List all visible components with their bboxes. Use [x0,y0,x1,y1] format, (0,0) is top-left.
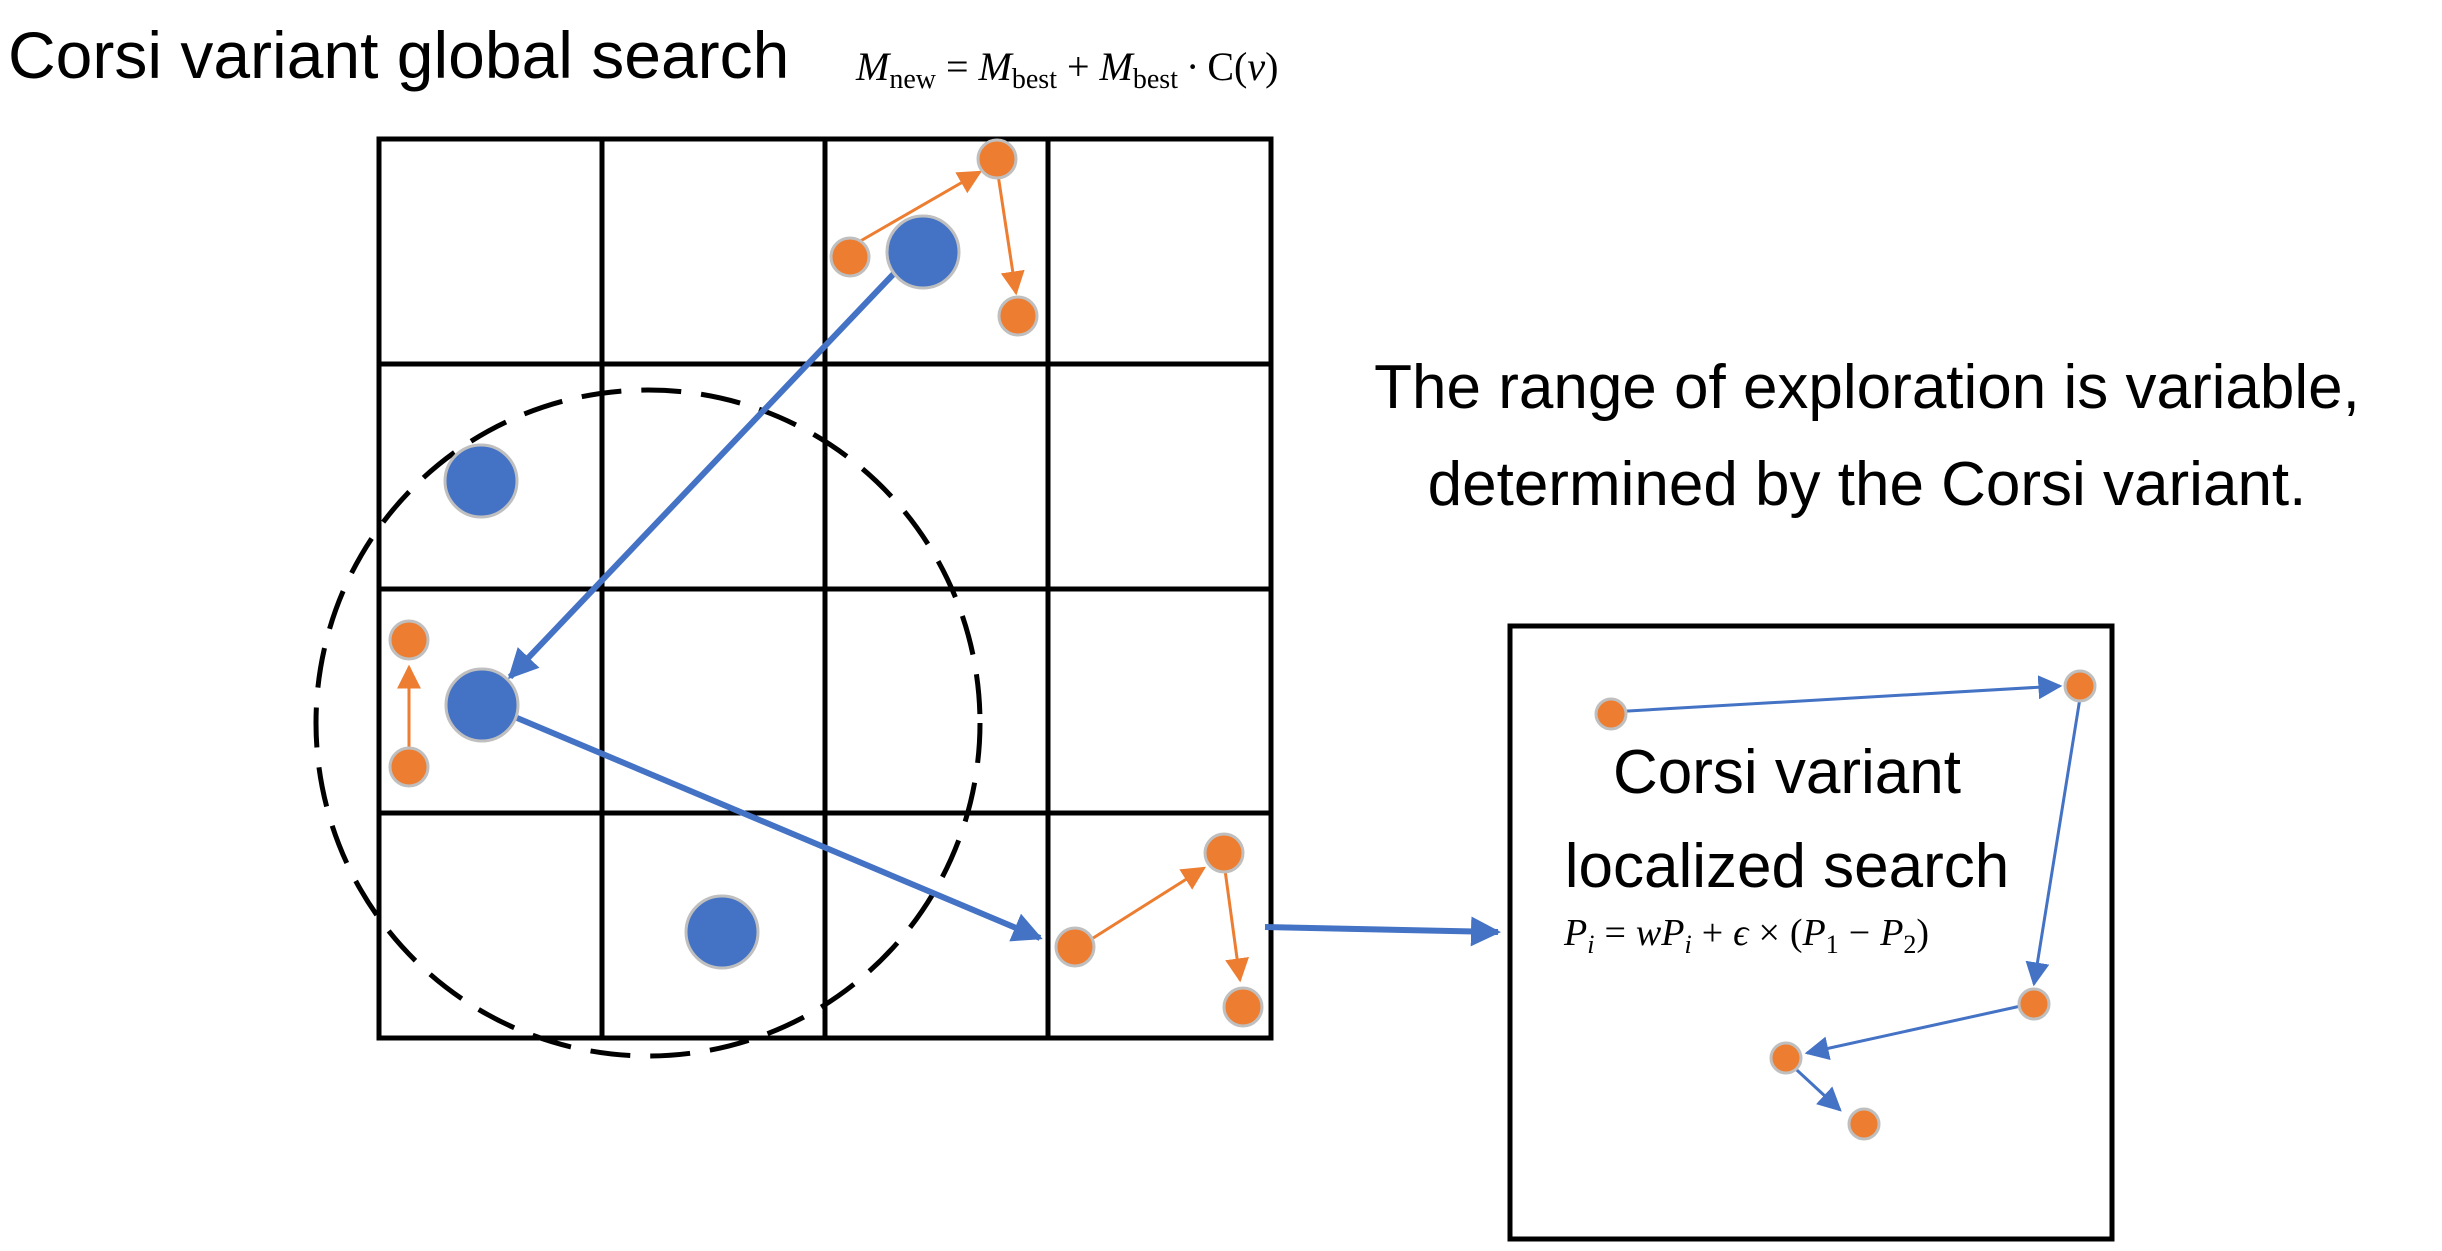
local-point-orange [388,619,430,661]
local-step-arrow [995,167,1025,296]
search-space-grid [376,136,1274,1041]
localized-search-box [1507,623,2115,1242]
global-move-arrow-2 [508,712,1043,942]
global-move-arrow-1 [507,261,906,680]
localized-search-formula: Pi=wPi+ϵ×(P1−P2) [1563,912,1929,959]
local-path-point [2063,669,2097,703]
localized-search-label-line2: localized search [1565,832,2010,901]
local-point-orange [997,295,1039,337]
local-path-point [2017,987,2051,1021]
local-path-point [1847,1107,1881,1141]
global-search-title: Corsi variant global search [8,18,789,92]
exploration-range-circle [313,387,983,1059]
local-path-point [1769,1041,1803,1075]
local-step-arrow [1089,866,1207,942]
local-point-orange [1203,832,1245,874]
local-path-arrow [1610,675,2063,714]
local-point-orange [388,746,430,788]
local-point-orange [829,236,871,278]
exploration-note-line2: determined by the Corsi variant. [1428,450,2307,519]
candidate-point-blue [684,894,760,970]
best-point-blue [444,667,520,743]
local-step-arrow [849,170,983,249]
local-path-arrow [2025,697,2082,987]
local-step-arrow [1223,869,1249,983]
global-search-formula: Mnew=Mbest+Mbest·C(v) [855,44,1278,95]
candidate-point-blue [443,443,519,519]
exploration-note-line1: The range of exploration is variable, [1374,353,2360,422]
local-point-orange [1054,926,1096,968]
local-path-arrow [1804,1002,2031,1061]
local-point-orange [976,138,1018,180]
local-path-point [1594,697,1628,731]
local-point-orange [1222,986,1264,1028]
grid-to-local-arrow [1264,916,1501,947]
localized-search-label-line1: Corsi variant [1613,738,1961,807]
formula-m-new: M [855,44,892,89]
candidate-point-blue [885,214,961,290]
